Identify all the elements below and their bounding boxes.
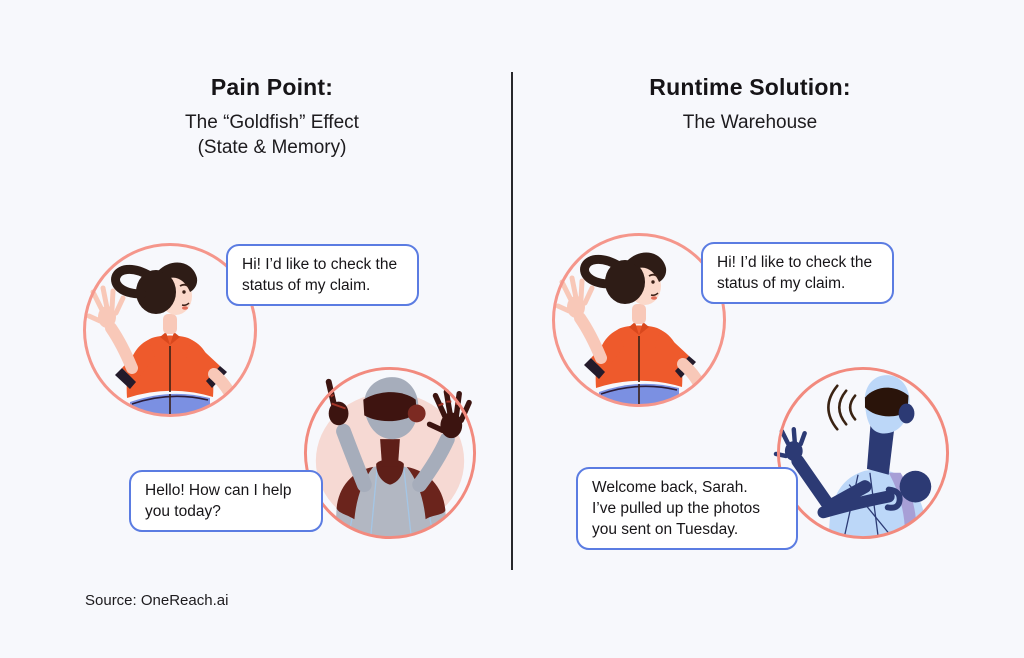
- panel-divider: [511, 72, 513, 570]
- left-panel-header: Pain Point: The “Goldfish” Effect (State…: [32, 74, 512, 160]
- sound-waves-icon: [827, 384, 857, 431]
- robot-visor: [864, 387, 909, 417]
- robot-ear: [407, 404, 426, 423]
- curled-hand: [884, 486, 903, 511]
- robot-ear: [898, 403, 915, 424]
- source-attribution: Source: OneReach.ai: [85, 592, 229, 609]
- left-panel-subtitle: The “Goldfish” Effect (State & Memory): [185, 112, 359, 158]
- robot-visor: [363, 392, 417, 422]
- customer-illustration: [552, 233, 726, 407]
- gesturing-arm: [773, 427, 903, 519]
- right-panel-title: Runtime Solution:: [649, 74, 851, 100]
- waving-hand: [555, 275, 607, 364]
- customer-avatar-left: [80, 240, 260, 420]
- waving-hand: [86, 285, 138, 374]
- avatar-ring: [776, 366, 950, 540]
- raised-pointing-hand: [325, 378, 372, 493]
- right-panel-header: Runtime Solution: The Warehouse: [522, 74, 978, 135]
- ponytail-swirl: [580, 255, 624, 289]
- left-panel-title: Pain Point:: [210, 74, 334, 100]
- ponytail-swirl: [111, 265, 155, 299]
- avatar-ring: [552, 233, 726, 407]
- raised-open-hand: [412, 388, 472, 493]
- customer-illustration: [83, 243, 257, 417]
- avatar-ring: [303, 366, 477, 540]
- assistant-robot-avatar: [773, 364, 952, 542]
- chat-bubble-bot-right: Welcome back, Sarah. I’ve pulled up the …: [576, 467, 798, 550]
- chat-bubble-bot-left: Hello! How can I help you today?: [129, 470, 323, 532]
- confused-robot-illustration: [303, 366, 477, 540]
- chat-bubble-user-left: Hi! I’d like to check the status of my c…: [226, 244, 419, 306]
- customer-avatar-right: [549, 230, 729, 410]
- right-panel-subtitle: The Warehouse: [682, 112, 818, 133]
- confused-robot-avatar: [301, 364, 479, 542]
- assistant-robot-illustration: [773, 366, 950, 540]
- avatar-ring: [83, 243, 257, 417]
- chat-bubble-user-right: Hi! I’d like to check the status of my c…: [701, 242, 894, 304]
